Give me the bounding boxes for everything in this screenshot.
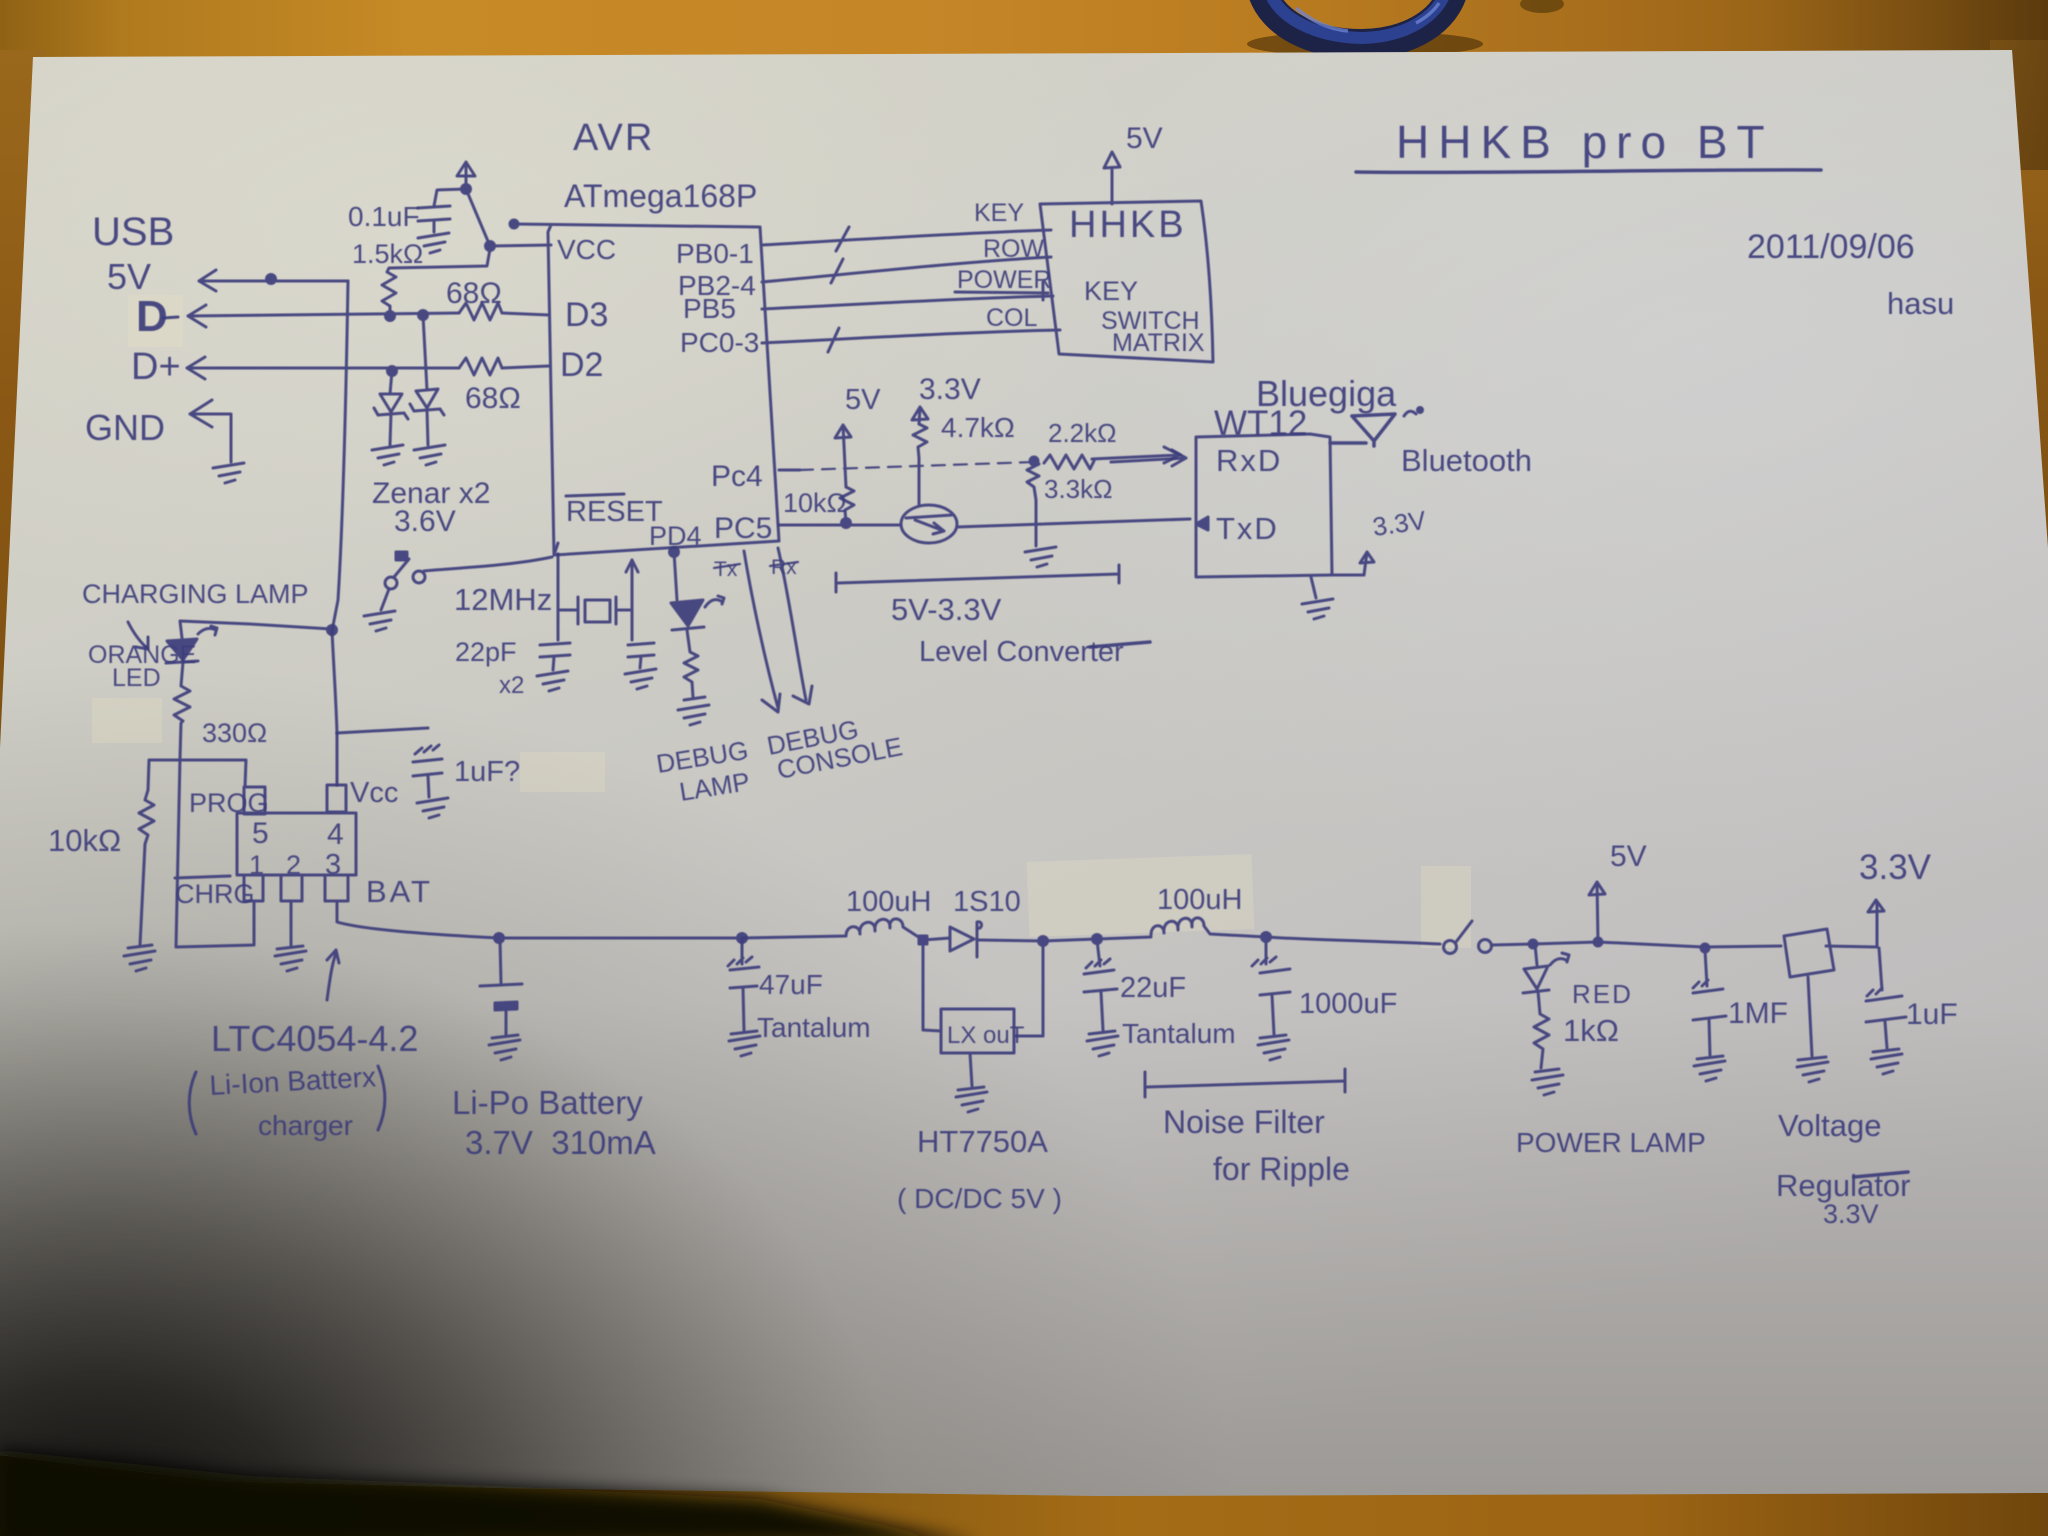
svg-text:KEY: KEY	[1084, 276, 1138, 306]
svg-text:3.7V 310mA: 3.7V 310mA	[465, 1124, 656, 1161]
svg-text:5: 5	[252, 817, 269, 850]
svg-text:USB: USB	[92, 210, 174, 254]
svg-text:4.7kΩ: 4.7kΩ	[941, 412, 1015, 443]
svg-text:68Ω: 68Ω	[465, 382, 521, 415]
svg-text:5V: 5V	[845, 384, 881, 416]
svg-text:2011/09/06: 2011/09/06	[1747, 228, 1915, 266]
svg-text:ROW: ROW	[983, 235, 1045, 263]
svg-text:3.3V: 3.3V	[1371, 505, 1429, 542]
svg-text:1kΩ: 1kΩ	[1563, 1013, 1619, 1048]
svg-text:0.1uF: 0.1uF	[348, 201, 420, 232]
svg-text:SWITCH: SWITCH	[1101, 307, 1200, 335]
svg-text:POWER: POWER	[957, 266, 1051, 294]
svg-text:3.3V: 3.3V	[919, 373, 981, 406]
svg-text:22uF: 22uF	[1120, 972, 1186, 1004]
svg-text:BAT: BAT	[366, 874, 433, 909]
svg-text:RxD: RxD	[1216, 443, 1282, 478]
svg-text:1uF?: 1uF?	[454, 756, 520, 788]
svg-text:3.3V: 3.3V	[1823, 1199, 1879, 1229]
svg-text:KEY: KEY	[974, 199, 1024, 227]
svg-text:Zenar x2: Zenar x2	[372, 477, 490, 510]
svg-text:PC0-3: PC0-3	[680, 327, 759, 358]
svg-text:Tantalum: Tantalum	[1122, 1018, 1236, 1049]
svg-text:D3: D3	[565, 296, 608, 334]
svg-text:GND: GND	[85, 407, 165, 448]
svg-text:x2: x2	[499, 672, 524, 699]
svg-text:2.2kΩ: 2.2kΩ	[1048, 418, 1117, 448]
svg-text:HHKB: HHKB	[1069, 204, 1187, 246]
svg-text:CHARGING LAMP: CHARGING LAMP	[82, 579, 309, 609]
svg-text:5V: 5V	[1610, 840, 1647, 873]
svg-text:CHRG: CHRG	[175, 879, 255, 909]
svg-text:3: 3	[325, 849, 341, 881]
svg-text:Tx: Tx	[714, 558, 738, 581]
svg-text:Voltage: Voltage	[1778, 1108, 1881, 1143]
svg-text:D2: D2	[560, 346, 603, 384]
svg-text:1uF: 1uF	[1906, 998, 1958, 1031]
svg-text:Rx: Rx	[771, 556, 797, 579]
svg-text:LX ouT: LX ouT	[947, 1022, 1025, 1049]
svg-text:AVR: AVR	[573, 117, 654, 159]
svg-text:22pF: 22pF	[455, 637, 517, 667]
svg-text:10kΩ: 10kΩ	[783, 488, 847, 518]
svg-text:1: 1	[249, 850, 264, 880]
svg-text:charger: charger	[258, 1110, 353, 1141]
svg-text:Bluegiga: Bluegiga	[1256, 373, 1397, 414]
svg-text:LED: LED	[112, 664, 161, 692]
svg-text:POWER LAMP: POWER LAMP	[1516, 1127, 1706, 1158]
svg-text:47uF: 47uF	[759, 969, 823, 1000]
svg-text:RESET: RESET	[566, 496, 663, 528]
svg-text:hasu: hasu	[1887, 286, 1954, 321]
svg-text:330Ω: 330Ω	[202, 718, 267, 748]
svg-text:4: 4	[327, 818, 344, 851]
svg-text:ATmega168P: ATmega168P	[564, 178, 757, 214]
svg-text:D+: D+	[131, 346, 181, 388]
svg-text:( DC/DC 5V ): ( DC/DC 5V )	[897, 1183, 1062, 1214]
svg-text:Noise Filter: Noise Filter	[1163, 1104, 1325, 1140]
svg-text:PROG: PROG	[189, 788, 269, 818]
svg-text:Regulator: Regulator	[1776, 1168, 1910, 1203]
svg-text:5V: 5V	[1126, 122, 1163, 155]
svg-text:68Ω: 68Ω	[446, 277, 502, 310]
svg-text:1S10: 1S10	[953, 886, 1021, 918]
svg-text:2: 2	[286, 850, 301, 880]
svg-text:1.5kΩ: 1.5kΩ	[352, 239, 423, 269]
svg-text:Bluetooth: Bluetooth	[1401, 443, 1532, 478]
svg-text:100uH: 100uH	[846, 886, 931, 918]
svg-text:WT12: WT12	[1214, 404, 1307, 443]
svg-text:D: D	[136, 292, 168, 341]
svg-text:HT7750A: HT7750A	[917, 1124, 1048, 1159]
svg-text:Vcc: Vcc	[350, 777, 398, 809]
svg-text:12MHz: 12MHz	[454, 582, 552, 617]
svg-text:ORANGE: ORANGE	[88, 641, 196, 669]
svg-text:HHKB pro BT: HHKB pro BT	[1396, 116, 1774, 168]
svg-text:Pc4: Pc4	[711, 460, 763, 493]
svg-text:COL: COL	[986, 304, 1038, 332]
svg-text:Level Converter: Level Converter	[919, 636, 1124, 668]
svg-text:for Ripple: for Ripple	[1213, 1151, 1350, 1187]
svg-text:PD4: PD4	[649, 521, 702, 551]
svg-text:MATRIX: MATRIX	[1112, 329, 1205, 357]
svg-text:3.3V: 3.3V	[1859, 848, 1932, 887]
svg-text:RED: RED	[1572, 979, 1633, 1009]
svg-text:Li-Po Battery: Li-Po Battery	[452, 1084, 643, 1121]
svg-text:PC5: PC5	[714, 512, 772, 545]
svg-text:PB5: PB5	[683, 293, 736, 324]
svg-text:3.6V: 3.6V	[394, 505, 456, 538]
svg-text:5V: 5V	[107, 256, 151, 297]
svg-text:VCC: VCC	[557, 234, 616, 265]
svg-text:PB0-1: PB0-1	[676, 238, 754, 269]
svg-text:TxD: TxD	[1216, 511, 1279, 546]
svg-text:1MF: 1MF	[1728, 997, 1788, 1030]
svg-text:3.3kΩ: 3.3kΩ	[1044, 474, 1113, 504]
svg-text:PB2-4: PB2-4	[678, 270, 756, 301]
svg-text:100uH: 100uH	[1157, 884, 1242, 916]
svg-text:Tantalum: Tantalum	[757, 1012, 871, 1043]
svg-text:10kΩ: 10kΩ	[48, 823, 121, 858]
svg-text:LTC4054-4.2: LTC4054-4.2	[211, 1018, 418, 1059]
svg-text:5V-3.3V: 5V-3.3V	[891, 592, 1002, 627]
svg-text:1000uF: 1000uF	[1299, 988, 1397, 1020]
